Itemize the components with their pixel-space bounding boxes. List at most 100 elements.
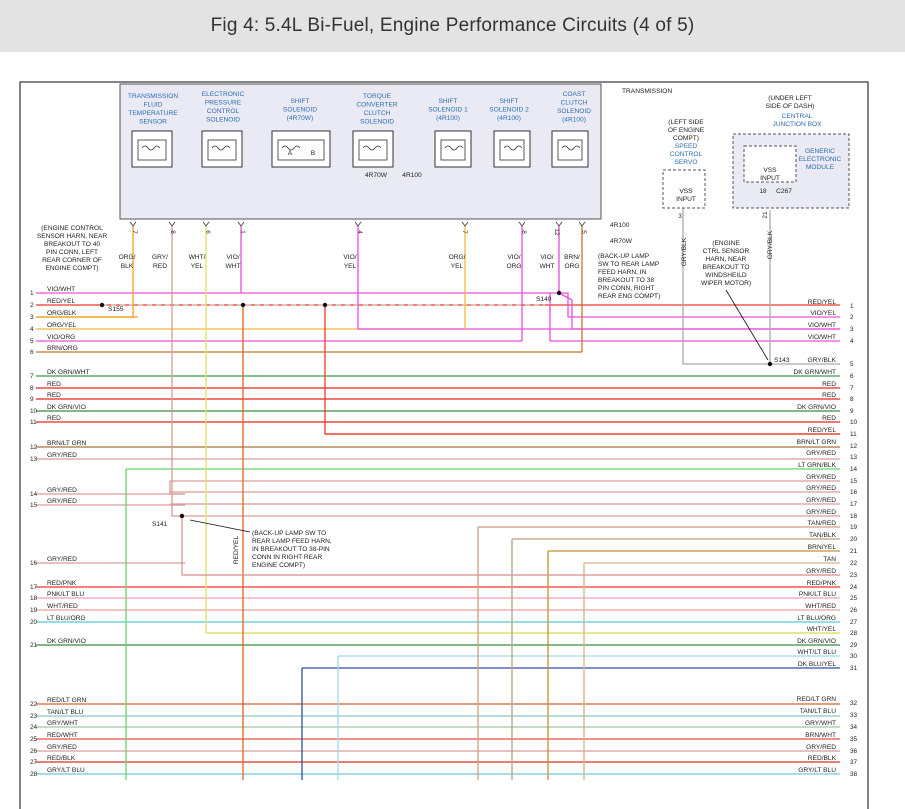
right-row-label-10: RED bbox=[822, 415, 836, 422]
top-wire-label-5: YEL bbox=[344, 263, 357, 270]
left-row-pin-1: 1 bbox=[30, 290, 34, 297]
left-row-pin-5: 5 bbox=[30, 338, 34, 345]
left-row-pin-12: 12 bbox=[30, 444, 38, 451]
vwire-gry-red bbox=[171, 226, 182, 517]
pin-connector-2 bbox=[168, 221, 176, 227]
top-pin-9: 5 bbox=[580, 230, 587, 234]
left-row-pin-8: 8 bbox=[30, 385, 34, 392]
note-engine-control-harn: PIN CONN, LEFT bbox=[46, 249, 98, 256]
splice-dot-s143 bbox=[767, 361, 773, 367]
note-engine-ctrl-sensor: (ENGINE bbox=[712, 240, 740, 247]
cjb-box-text: INPUT bbox=[760, 175, 780, 182]
transmission-label: TRANSMISSION bbox=[622, 88, 672, 95]
component-3-label: SHIFT bbox=[290, 98, 309, 105]
right-row-label-11: RED/YEL bbox=[808, 427, 837, 434]
left-row-label-14: GRY/RED bbox=[47, 487, 77, 494]
component-7-coil bbox=[557, 139, 583, 161]
right-row-label-26: WHT/RED bbox=[805, 603, 836, 610]
top-wire-label-2: RED bbox=[153, 263, 167, 270]
component-1-label: SENSOR bbox=[139, 119, 167, 126]
component-7-label: COAST bbox=[563, 91, 586, 98]
right-row-pin-38: 38 bbox=[850, 771, 858, 778]
left-row-label-6: BRN/ORG bbox=[47, 345, 78, 352]
servo-location-text: (LEFT SIDE bbox=[668, 119, 704, 126]
cjb-wire-label: GRY/BLK bbox=[767, 230, 774, 259]
component-2-label: CONTROL bbox=[207, 108, 240, 115]
right-row-pin-4: 4 bbox=[850, 338, 854, 345]
gem-name-text: ELECTRONIC bbox=[799, 156, 842, 163]
right-row-label-37: RED/BLK bbox=[808, 755, 837, 762]
cjb-name-text: CENTRAL bbox=[782, 113, 813, 120]
component-3-coil bbox=[277, 139, 325, 161]
note-engine-control-harn: SENSOR HARN, NEAR bbox=[37, 233, 108, 240]
pin-connector-9 bbox=[578, 221, 586, 227]
servo-name-text: CONTROL bbox=[670, 151, 703, 158]
coil-icon bbox=[141, 145, 161, 151]
note-engine-control-harn: (ENGINE CONTROL bbox=[41, 225, 103, 232]
top-pin-8: 12 bbox=[553, 228, 560, 236]
left-row-pin-11: 11 bbox=[30, 419, 37, 426]
right-row-label-34: GRY/WHT bbox=[805, 720, 836, 727]
splice-dot-red-yel bbox=[240, 302, 246, 308]
variant-label-4r70w: 4R70W bbox=[365, 172, 388, 179]
right-row-pin-14: 14 bbox=[850, 466, 858, 473]
servo-box-text: INPUT bbox=[676, 196, 696, 203]
component-1-coil bbox=[137, 139, 167, 161]
component-1-label: TEMPERATURE bbox=[128, 110, 178, 117]
component-5-coil bbox=[440, 139, 466, 161]
right-row-pin-13: 13 bbox=[850, 454, 858, 461]
component-2-symbol bbox=[201, 130, 243, 168]
right-row-label-5: GRY/BLK bbox=[808, 357, 837, 364]
note-backup-lamp-s140: FEED HARN, IN bbox=[598, 269, 647, 276]
note-engine-ctrl-sensor: HARN, NEAR bbox=[706, 256, 747, 263]
left-row-label-1: VIO/WHT bbox=[47, 286, 75, 293]
left-row-pin-25: 25 bbox=[30, 736, 38, 743]
cjb-location-text: SIDE OF DASH) bbox=[766, 103, 815, 110]
component-2-label: ELECTRONIC bbox=[202, 91, 245, 98]
component-4-label: CLUTCH bbox=[364, 110, 391, 117]
component-1-label: TRANSMISSION bbox=[128, 93, 178, 100]
coil-icon bbox=[561, 145, 581, 151]
left-row-pin-9: 9 bbox=[30, 396, 34, 403]
splice-dot-red-yel-2 bbox=[322, 302, 328, 308]
wire-layer bbox=[36, 181, 840, 780]
shift-sol-letter-b: B bbox=[311, 150, 316, 157]
right-row-label-15: GRY/RED bbox=[806, 474, 836, 481]
right-row-pin-35: 35 bbox=[850, 736, 858, 743]
top-wire-label-9: BRN/ bbox=[564, 254, 580, 261]
component-3-label: SOLENOID bbox=[283, 107, 317, 114]
note-pointer-s143 bbox=[725, 289, 769, 361]
right-row-label-1: RED/YEL bbox=[808, 299, 837, 306]
component-2-coil bbox=[207, 139, 237, 161]
component-5-label: SOLENOID 1 bbox=[428, 107, 468, 114]
pin-connector-1 bbox=[129, 221, 137, 227]
component-1-symbol bbox=[131, 130, 173, 168]
left-row-label-10: DK GRN/VIO bbox=[47, 404, 86, 411]
note-engine-control-harn: BREAKOUT TO 40 bbox=[44, 241, 100, 248]
left-row-label-8: RED bbox=[47, 381, 61, 388]
component-3-symbol bbox=[271, 130, 331, 168]
right-row-pin-5: 5 bbox=[850, 361, 854, 368]
right-row-pin-20: 20 bbox=[850, 536, 858, 543]
gem-name-text: GENERIC bbox=[805, 148, 835, 155]
right-row-pin-31: 31 bbox=[850, 665, 858, 672]
right-row-label-24: RED/PNK bbox=[807, 580, 837, 587]
left-row-label-7: DK GRN/WHT bbox=[47, 369, 90, 376]
top-wire-label-4: VIO/ bbox=[226, 254, 239, 261]
top-wire-label-5: VIO/ bbox=[343, 254, 356, 261]
component-3-label: (4R70W) bbox=[287, 115, 313, 122]
gem-box bbox=[743, 145, 797, 183]
note-engine-ctrl-sensor: CTRL SENSOR bbox=[703, 248, 750, 255]
top-wire-label-7: ORG bbox=[506, 263, 521, 270]
cjb-name-text: JUNCTION BOX bbox=[772, 121, 822, 128]
speed-control-servo-box bbox=[662, 169, 706, 209]
splice-s143-label: S143 bbox=[774, 357, 790, 364]
right-row-pin-17: 17 bbox=[850, 501, 858, 508]
right-row-pin-6: 6 bbox=[850, 373, 854, 380]
top-pin-3: 6 bbox=[204, 230, 211, 234]
left-row-label-11: RED bbox=[47, 415, 61, 422]
coil-icon bbox=[211, 145, 231, 151]
right-row-label-18: GRY/RED bbox=[806, 509, 836, 516]
right-row-label-8: RED bbox=[822, 392, 836, 399]
left-row-label-13: GRY/RED bbox=[47, 452, 77, 459]
